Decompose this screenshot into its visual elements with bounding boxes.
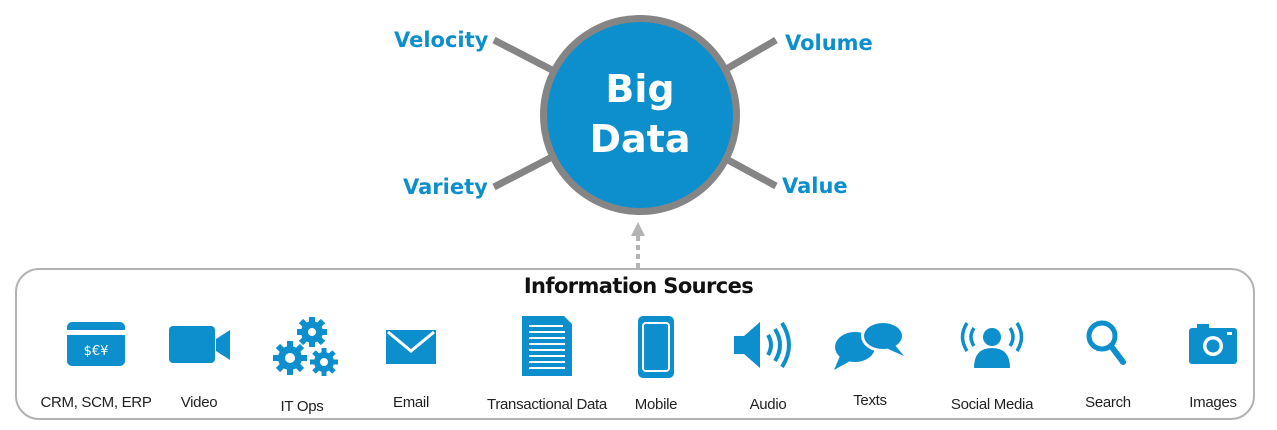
source-texts: Texts — [800, 310, 940, 420]
speaker-icon — [734, 321, 791, 369]
value-label: Value — [782, 174, 848, 198]
spoke-volume — [726, 36, 778, 72]
hub-circle — [547, 22, 733, 208]
source-label: Search — [1085, 394, 1131, 411]
person-broadcast-icon — [960, 322, 1024, 368]
spoke-variety — [492, 153, 554, 191]
mobile-phone-icon — [638, 316, 674, 378]
spoke-value — [726, 156, 778, 190]
source-images: Images — [1143, 310, 1277, 420]
source-label: Social Media — [950, 396, 1034, 413]
source-label: CRM, SCM, ERP — [40, 394, 152, 411]
source-transactional-data: Transactional Data — [477, 310, 617, 420]
spoke-velocity — [492, 36, 554, 74]
source-label: Mobile — [634, 396, 678, 413]
credit-card-icon: $€¥ — [67, 322, 125, 366]
hub-title-line1: Big — [605, 67, 675, 111]
information-sources-title: Information Sources — [523, 274, 754, 298]
volume-label: Volume — [785, 31, 873, 55]
source-crm-scm-erp: $€¥ CRM, SCM, ERP — [26, 310, 166, 420]
chat-bubbles-icon — [834, 320, 905, 370]
source-label: IT Ops — [280, 398, 324, 415]
source-label: Audio — [749, 396, 787, 413]
video-camera-icon — [169, 326, 230, 363]
document-icon — [522, 316, 572, 376]
velocity-label: Velocity — [394, 28, 489, 52]
source-it-ops: IT Ops — [232, 310, 372, 420]
magnifier-icon — [1086, 320, 1126, 365]
source-label: Texts — [853, 392, 887, 409]
camera-icon — [1189, 324, 1237, 364]
hub-title-line2: Data — [589, 117, 691, 161]
envelope-icon — [386, 330, 436, 364]
source-social-media: Social Media — [922, 310, 1062, 420]
source-email: Email — [341, 310, 481, 420]
variety-label: Variety — [403, 175, 488, 199]
source-label: Email — [392, 394, 429, 411]
source-search: Search — [1038, 310, 1178, 420]
svg-text:$€¥: $€¥ — [84, 344, 109, 359]
source-label: Video — [180, 394, 218, 411]
source-label: Images — [1189, 394, 1237, 411]
up-arrow — [631, 222, 645, 268]
source-label: Transactional Data — [487, 396, 607, 413]
hub-title: Big Data — [540, 64, 740, 164]
source-mobile: Mobile — [586, 310, 726, 420]
source-audio: Audio — [698, 310, 838, 420]
source-video: Video — [129, 310, 269, 420]
gears-icon — [273, 317, 338, 376]
